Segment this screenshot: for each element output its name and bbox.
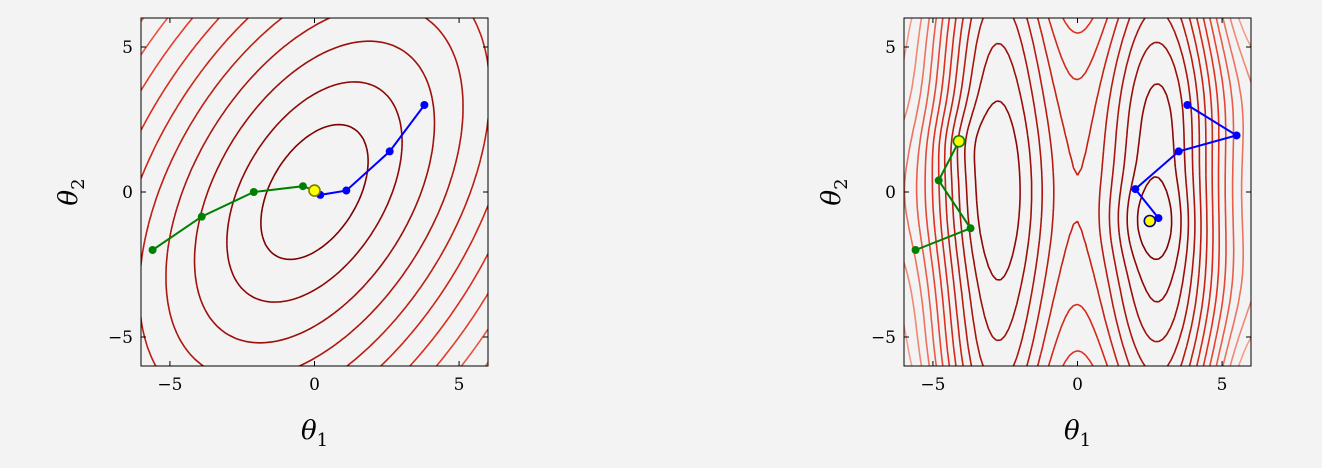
x-tick-label: 0: [1072, 375, 1083, 395]
contour-level-6: [937, 18, 1214, 366]
y-tick-label: −5: [108, 328, 133, 348]
trajectory-point: [1131, 185, 1140, 194]
contour-level-11: [904, 18, 1251, 366]
contour-level-1: [226, 81, 403, 303]
contour-level-7: [141, 18, 488, 366]
x-tick-label: 5: [454, 375, 465, 395]
x-tick-label: −5: [157, 375, 182, 395]
contour-level-9: [141, 18, 488, 366]
optimum-marker: [952, 134, 966, 148]
contour-level-10: [904, 18, 1244, 366]
optimum-marker: [1143, 214, 1157, 228]
trajectory-point: [1183, 101, 1192, 109]
y-tick-label: 5: [122, 38, 133, 58]
contour-panel-nonconvex: −5 0 5 −5 0 5 θ1 θ2: [817, 17, 1252, 451]
contour-level-0: [260, 123, 369, 261]
trajectory-point: [298, 182, 307, 191]
x-axis-label: θ1: [1064, 416, 1091, 451]
trajectory-line-1: [915, 140, 973, 251]
contour-level-5: [943, 18, 1208, 366]
y-tick-label: 0: [885, 183, 896, 203]
y-axis-label: θ2: [54, 178, 89, 205]
trajectory-point: [1154, 214, 1163, 223]
contour-level-12: [904, 18, 1251, 366]
contour-level-6: [141, 18, 488, 366]
trajectory-point: [1232, 131, 1241, 140]
trajectory-point: [249, 188, 258, 196]
trajectory-point: [148, 246, 157, 254]
contour-level-0: [1136, 176, 1173, 261]
contour-level-4: [141, 18, 488, 366]
x-tick-label: −5: [920, 375, 945, 395]
contour-level-4: [950, 18, 1202, 366]
contour-level-8: [924, 18, 1227, 366]
trajectory-point: [911, 246, 920, 254]
trajectory-point: [342, 186, 351, 195]
contour-lines: [141, 18, 488, 366]
x-tick-label: 0: [309, 375, 320, 395]
plot-area: [904, 18, 1251, 366]
trajectory-point: [934, 176, 943, 185]
trajectory-point: [385, 147, 394, 156]
contour-lines: [904, 18, 1251, 366]
x-axis-label: θ1: [301, 416, 328, 451]
y-tick-label: 5: [885, 38, 896, 58]
contour-level-2: [964, 41, 1190, 343]
trajectory-point: [197, 212, 206, 221]
y-tick-label: −5: [871, 328, 896, 348]
trajectory-point: [966, 224, 975, 233]
optimum-marker: [308, 184, 321, 197]
contour-level-9: [915, 18, 1235, 366]
trajectory-point: [1174, 147, 1183, 156]
trajectory-point: [420, 101, 429, 109]
contour-level-3: [165, 18, 464, 366]
contour-panel-quadratic: −5 0 5 −5 0 5 θ1 θ2: [54, 17, 489, 451]
y-tick-label: 0: [122, 183, 133, 203]
contour-level-2: [193, 40, 436, 344]
contour-level-7: [931, 18, 1220, 366]
contour-level-1: [973, 83, 1182, 303]
y-axis-label: θ2: [817, 178, 852, 205]
contour-level-8: [141, 18, 488, 366]
x-tick-label: 5: [1217, 375, 1228, 395]
